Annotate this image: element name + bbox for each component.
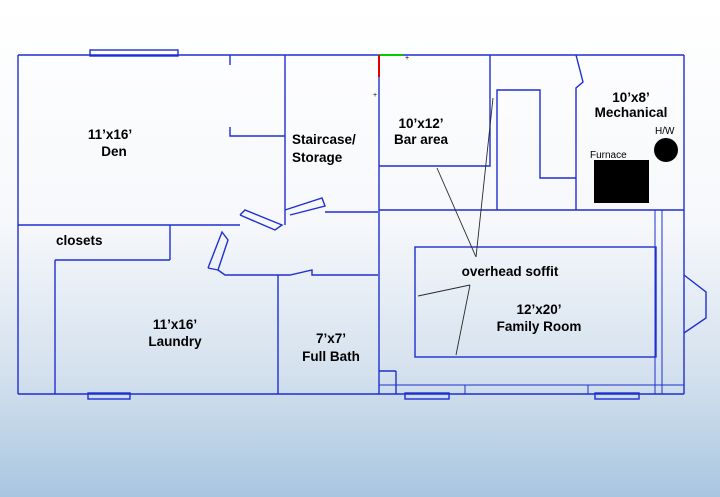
den-name: Den <box>101 144 127 159</box>
mechanical-size: 10’x8’ <box>612 90 650 105</box>
window-top <box>89 49 179 57</box>
soffit-label: overhead soffit <box>462 264 559 279</box>
window-family-left <box>404 392 450 400</box>
family-room <box>379 210 707 394</box>
outer-walls <box>17 54 685 395</box>
leader-lines <box>417 97 494 356</box>
mechanical-name: Mechanical <box>595 105 668 120</box>
water-heater-icon <box>654 138 678 162</box>
family-size: 12’x20’ <box>516 302 561 317</box>
bar-name: Bar area <box>394 132 449 147</box>
laundry-size: 11’x16’ <box>153 317 197 332</box>
middle-rooms <box>378 54 684 394</box>
soffit-outline <box>414 246 657 358</box>
laundry-name: Laundry <box>148 334 202 349</box>
family-name: Family Room <box>497 319 582 334</box>
bar-size: 10’x12’ <box>398 116 443 131</box>
bath-name: Full Bath <box>302 349 360 364</box>
windows <box>87 49 640 400</box>
svg-text:+: + <box>373 92 377 99</box>
hw-label: H/W <box>655 126 675 137</box>
window-laundry <box>87 392 131 400</box>
furnace-label: Furnace <box>590 150 627 161</box>
window-family-right <box>594 392 640 400</box>
closets-label: closets <box>56 233 103 248</box>
staircase-line1: Staircase/ <box>292 132 356 147</box>
west-rooms <box>18 55 378 394</box>
furnace-icon <box>594 160 649 203</box>
svg-text:+: + <box>405 55 409 62</box>
staircase-line2: Storage <box>292 150 343 165</box>
den-size: 11’x16’ <box>88 127 132 142</box>
stair-marker: + + <box>373 54 409 99</box>
bath-size: 7’x7’ <box>316 331 346 346</box>
